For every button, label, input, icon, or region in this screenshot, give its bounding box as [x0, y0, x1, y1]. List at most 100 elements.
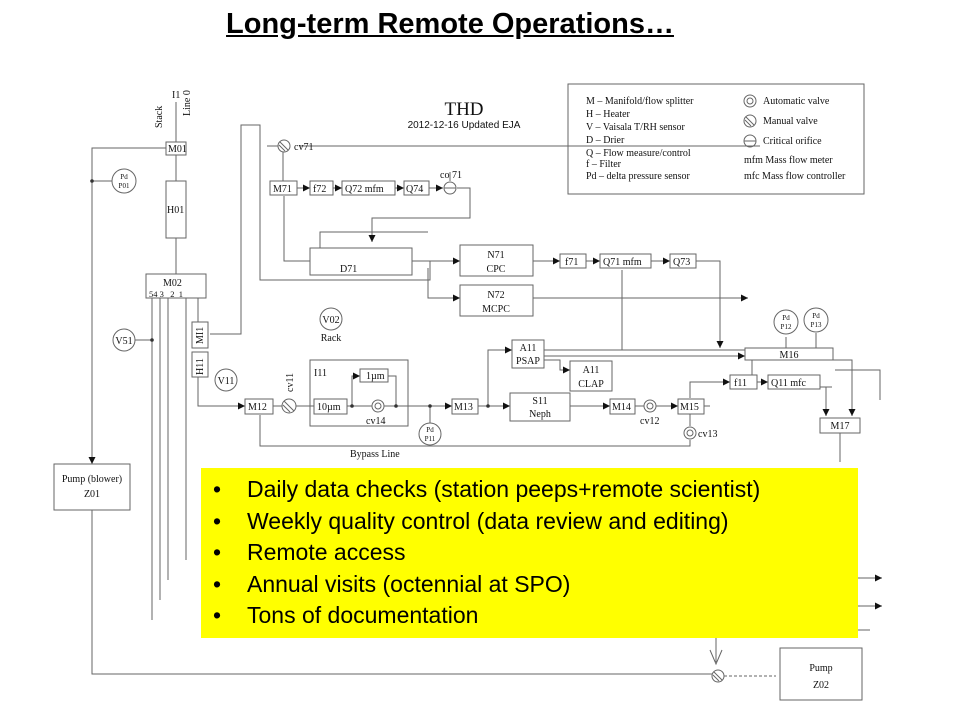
svg-text:CPC: CPC: [487, 264, 506, 275]
slide-title: Long-term Remote Operations…: [226, 8, 674, 40]
component-i11-box: I11: [309, 359, 409, 427]
svg-text:P12: P12: [781, 323, 792, 331]
label-bypass-line: Bypass Line: [350, 449, 400, 460]
svg-text:V11: V11: [218, 376, 235, 387]
label-stack: Stack: [154, 106, 165, 128]
svg-text:Q74: Q74: [406, 184, 423, 195]
bullet-icon: •: [213, 539, 222, 565]
legend-item: D – Drier: [586, 135, 625, 146]
svg-text:Pump: Pump: [809, 663, 832, 674]
svg-text:A11: A11: [583, 365, 600, 376]
component-f71: f71: [559, 253, 587, 269]
svg-text:A11: A11: [520, 343, 537, 354]
svg-text:D71: D71: [340, 264, 357, 275]
svg-text:cv71: cv71: [294, 142, 313, 153]
svg-text:Pump (blower): Pump (blower): [62, 474, 122, 485]
legend-item: Critical orifice: [763, 136, 822, 147]
svg-text:P01: P01: [119, 182, 130, 190]
component-h11: H11: [191, 351, 209, 378]
manual-valve-icon: [743, 114, 757, 128]
critical-orifice-icon: [743, 134, 757, 148]
bullet-icon: •: [213, 476, 222, 502]
component-q74: Q74: [403, 180, 430, 196]
component-m13: M13: [451, 398, 479, 415]
svg-text:I11: I11: [314, 368, 327, 379]
svg-text:N72: N72: [487, 290, 504, 301]
svg-text:f71: f71: [565, 257, 578, 268]
svg-text:Q72 mfm: Q72 mfm: [345, 184, 384, 195]
svg-text:M15: M15: [680, 402, 699, 413]
svg-text:f72: f72: [313, 184, 326, 195]
callout-list: •Daily data checks (station peeps+remote…: [201, 474, 858, 632]
svg-text:M14: M14: [612, 402, 631, 413]
callout-item: •Weekly quality control (data review and…: [201, 506, 858, 538]
component-m02: M02 54 3 2 1: [145, 273, 207, 299]
sensor-pd-p12: Pd P12: [773, 309, 799, 335]
junction-dots: [90, 179, 490, 408]
sensor-pd-p13: Pd P13: [803, 307, 829, 333]
diagram-title: THD: [444, 99, 483, 120]
svg-text:Pd: Pd: [812, 312, 820, 320]
component-m15: M15: [677, 398, 705, 415]
component-q72: Q72 mfm: [341, 180, 396, 196]
legend-item: Pd – delta pressure sensor: [586, 171, 691, 182]
valve-cv11: cv11: [281, 373, 297, 414]
legend-item: mfm Mass flow meter: [744, 155, 833, 166]
legend-item: Automatic valve: [763, 96, 830, 107]
component-pump-z02: Pump Z02: [779, 647, 863, 701]
svg-text:V02: V02: [322, 315, 339, 326]
component-1um: 1µm: [359, 368, 389, 383]
svg-text:MI1: MI1: [195, 327, 206, 344]
svg-text:1µm: 1µm: [366, 371, 385, 382]
svg-text:54 3 2 1: 54 3 2 1: [149, 289, 183, 299]
svg-text:M01: M01: [168, 144, 187, 155]
svg-text:H11: H11: [195, 358, 206, 375]
sensor-v51: V51: [112, 328, 136, 352]
svg-text:Rack: Rack: [321, 333, 342, 344]
svg-text:f11: f11: [734, 378, 747, 389]
svg-text:M12: M12: [248, 402, 267, 413]
component-s11-neph: S11 Neph: [509, 392, 571, 422]
diagram-subtitle: 2012-12-16 Updated EJA: [408, 120, 521, 131]
component-n72-mcpc: N72 MCPC: [459, 284, 534, 317]
svg-text:CLAP: CLAP: [578, 379, 604, 390]
yellow-callout: •Daily data checks (station peeps+remote…: [201, 468, 858, 638]
valve-cv12: cv12: [640, 399, 659, 427]
svg-text:M02: M02: [163, 278, 182, 289]
component-pump-blower: Pump (blower) Z01: [53, 463, 131, 511]
label-line0: Line 0: [182, 90, 193, 116]
svg-text:M13: M13: [454, 402, 473, 413]
callout-item-text: Remote access: [247, 539, 406, 565]
flow-lines: [88, 102, 882, 677]
svg-text:Z02: Z02: [813, 680, 829, 691]
legend-item: mfc Mass flow controller: [744, 171, 846, 182]
component-m01: M01: [165, 141, 187, 156]
svg-text:Z01: Z01: [84, 489, 100, 500]
svg-text:Q73: Q73: [673, 257, 690, 268]
callout-item: •Annual visits (octennial at SPO): [201, 569, 858, 601]
svg-text:Q71 mfm: Q71 mfm: [603, 257, 642, 268]
svg-text:Q11 mfc: Q11 mfc: [771, 378, 806, 389]
component-mi1: MI1: [191, 321, 209, 349]
svg-text:PSAP: PSAP: [516, 356, 540, 367]
component-10um: 10µm: [313, 398, 348, 415]
legend-item: f – Filter: [586, 159, 622, 170]
svg-text:H01: H01: [167, 205, 184, 216]
svg-text:Pd: Pd: [120, 173, 128, 181]
sensor-v02: V02 Rack: [319, 307, 343, 344]
legend: M – Manifold/flow splitter H – Heater V …: [567, 83, 865, 195]
component-q71: Q71 mfm: [599, 253, 652, 269]
legend-item: Q – Flow measure/control: [586, 148, 691, 159]
svg-text:S11: S11: [532, 396, 547, 407]
svg-text:Pd: Pd: [782, 314, 790, 322]
svg-text:Pd: Pd: [426, 426, 434, 434]
component-a11-clap: A11 CLAP: [569, 360, 613, 392]
bullet-icon: •: [213, 507, 222, 534]
sensor-v11: V11: [214, 368, 238, 392]
component-q11: Q11 mfc: [767, 374, 821, 390]
legend-item: H – Heater: [586, 109, 631, 120]
svg-text:MCPC: MCPC: [482, 304, 510, 315]
callout-item: • Remote access: [201, 537, 858, 569]
component-m16: M16: [744, 347, 834, 361]
